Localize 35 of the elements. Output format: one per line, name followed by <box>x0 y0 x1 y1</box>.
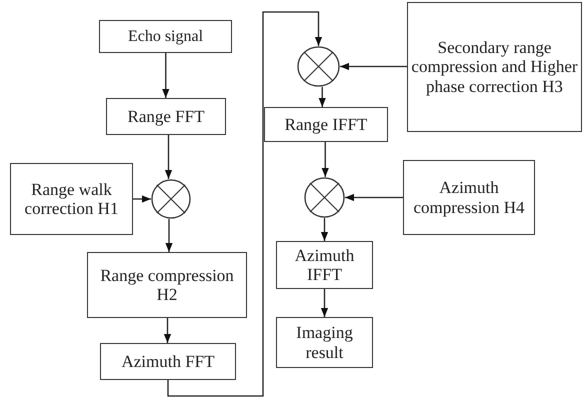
box-label: Azimuth compression H4 <box>412 178 526 217</box>
arrow <box>165 219 173 252</box>
box-label: Range FFT <box>128 106 204 126</box>
process-box <box>106 98 226 135</box>
arrow <box>318 87 326 107</box>
box-label: Secondary range compression and Higher phase correction H3 <box>410 38 579 96</box>
process-box <box>276 241 373 289</box>
arrow <box>320 289 328 317</box>
box-label: Range walk correction H1 <box>24 180 120 218</box>
arrow <box>133 195 151 203</box>
arrow <box>345 194 403 202</box>
process-box <box>87 252 247 318</box>
box-label: Azimuth FFT <box>121 352 215 372</box>
arrow <box>164 135 172 179</box>
box-label: Range compression H2 <box>99 266 235 304</box>
arrow <box>162 53 170 98</box>
process-box <box>276 317 373 368</box>
process-box <box>264 107 388 142</box>
arrow <box>340 62 407 70</box>
multiplier-symbol <box>297 46 340 87</box>
arrow <box>167 11 322 397</box>
arrow <box>322 142 329 177</box>
box-label: Echo signal <box>128 28 204 46</box>
process-box <box>100 343 236 380</box>
box-label: Range IFFT <box>284 114 368 134</box>
arrow <box>164 318 172 343</box>
process-box <box>407 2 582 132</box>
process-box <box>99 20 232 53</box>
process-box <box>10 163 133 235</box>
multiplier-symbol <box>151 179 191 219</box>
multiplier-symbol <box>304 177 345 218</box>
arrow <box>320 218 328 241</box>
process-box <box>403 160 535 235</box>
box-label: Imaging result <box>295 323 354 362</box>
box-label: Azimuth IFFT <box>294 246 356 284</box>
